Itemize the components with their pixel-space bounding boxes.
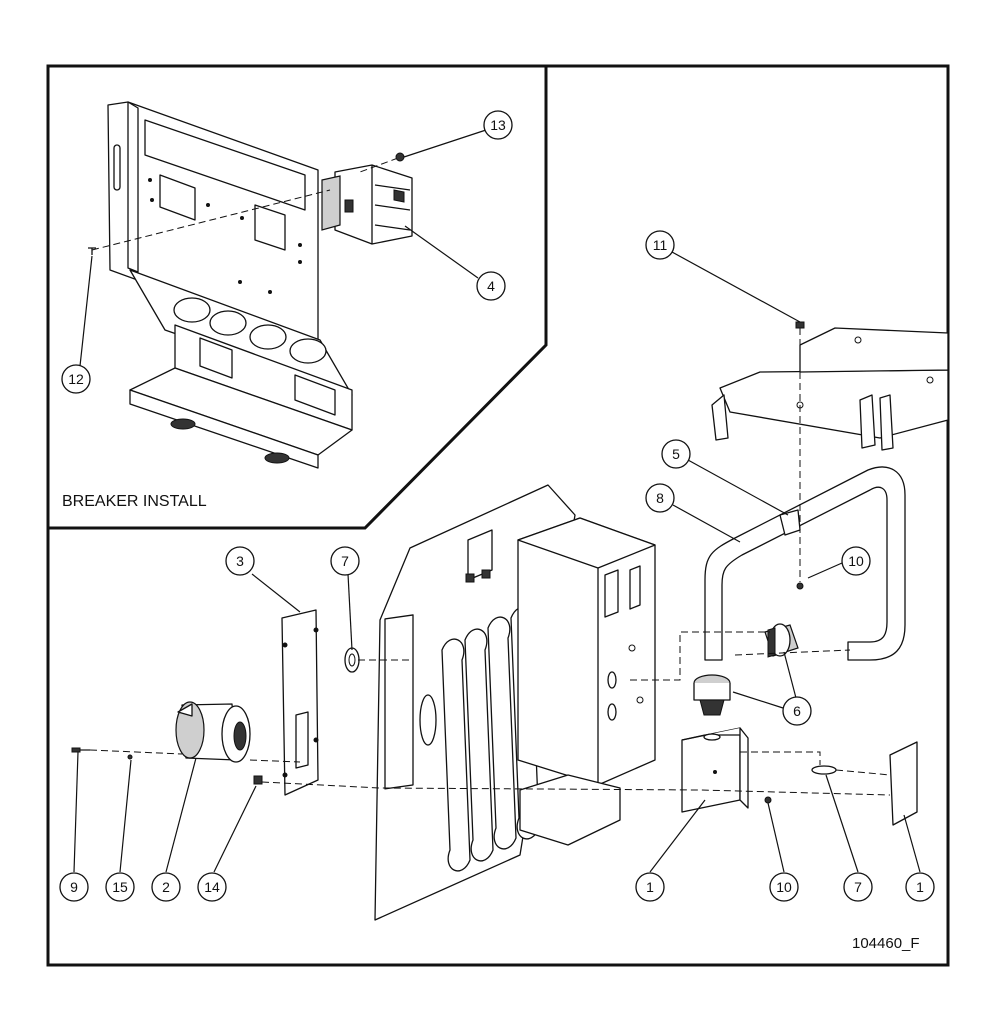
inset-fastener-lines xyxy=(88,152,405,255)
svg-text:12: 12 xyxy=(68,371,84,387)
cable-gland-lower xyxy=(693,674,731,716)
mounting-bracket xyxy=(681,727,749,813)
callout-12: 12 xyxy=(61,364,91,394)
svg-text:13: 13 xyxy=(490,117,506,133)
callout-13: 13 xyxy=(483,110,513,140)
fasteners xyxy=(71,321,805,804)
assembly-centerlines xyxy=(89,328,891,796)
enclosure-box xyxy=(517,517,656,846)
circuit-breaker xyxy=(321,164,413,245)
callout-7-left: 7 xyxy=(330,546,360,576)
svg-text:1: 1 xyxy=(646,879,654,895)
svg-text:3: 3 xyxy=(236,553,244,569)
grommet-left xyxy=(344,647,360,673)
drawing-number: 104460_F xyxy=(852,935,920,952)
upper-frame-bracket xyxy=(711,327,949,451)
receptacle xyxy=(175,701,251,763)
svg-text:6: 6 xyxy=(793,703,801,719)
callout-1-left: 1 xyxy=(635,872,665,902)
callout-10-upper: 10 xyxy=(841,546,871,576)
callout-11: 11 xyxy=(645,230,675,260)
svg-text:1: 1 xyxy=(916,879,924,895)
callout-7-right: 7 xyxy=(843,872,873,902)
svg-text:5: 5 xyxy=(672,446,680,462)
callout-2: 2 xyxy=(151,872,181,902)
cover-plate xyxy=(889,741,918,826)
svg-text:15: 15 xyxy=(112,879,128,895)
svg-text:4: 4 xyxy=(487,278,495,294)
callout-8: 8 xyxy=(645,483,675,513)
svg-text:11: 11 xyxy=(653,237,668,253)
breaker-mounting-plate xyxy=(107,101,353,469)
callout-6: 6 xyxy=(782,696,812,726)
callout-1-right: 1 xyxy=(905,872,935,902)
svg-text:9: 9 xyxy=(70,879,78,895)
cable-gland-upper xyxy=(764,623,799,658)
svg-text:7: 7 xyxy=(854,879,862,895)
inset-title: BREAKER INSTALL xyxy=(62,493,207,510)
grommet-right xyxy=(811,765,837,775)
callout-15: 15 xyxy=(105,872,135,902)
svg-text:10: 10 xyxy=(848,553,864,569)
callout-14: 14 xyxy=(197,872,227,902)
svg-text:14: 14 xyxy=(204,879,220,895)
side-plate xyxy=(281,609,319,796)
callout-4: 4 xyxy=(476,271,506,301)
callout-10-lower: 10 xyxy=(769,872,799,902)
inset-leaders xyxy=(79,129,487,367)
svg-text:7: 7 xyxy=(341,553,349,569)
callout-9: 9 xyxy=(59,872,89,902)
svg-text:10: 10 xyxy=(776,879,792,895)
conduit-tube xyxy=(704,466,906,661)
callout-3: 3 xyxy=(225,546,255,576)
svg-text:8: 8 xyxy=(656,490,664,506)
callout-5: 5 xyxy=(661,439,691,469)
svg-text:2: 2 xyxy=(162,879,170,895)
drawing-frame xyxy=(46,64,950,967)
leader-lines xyxy=(73,251,921,873)
